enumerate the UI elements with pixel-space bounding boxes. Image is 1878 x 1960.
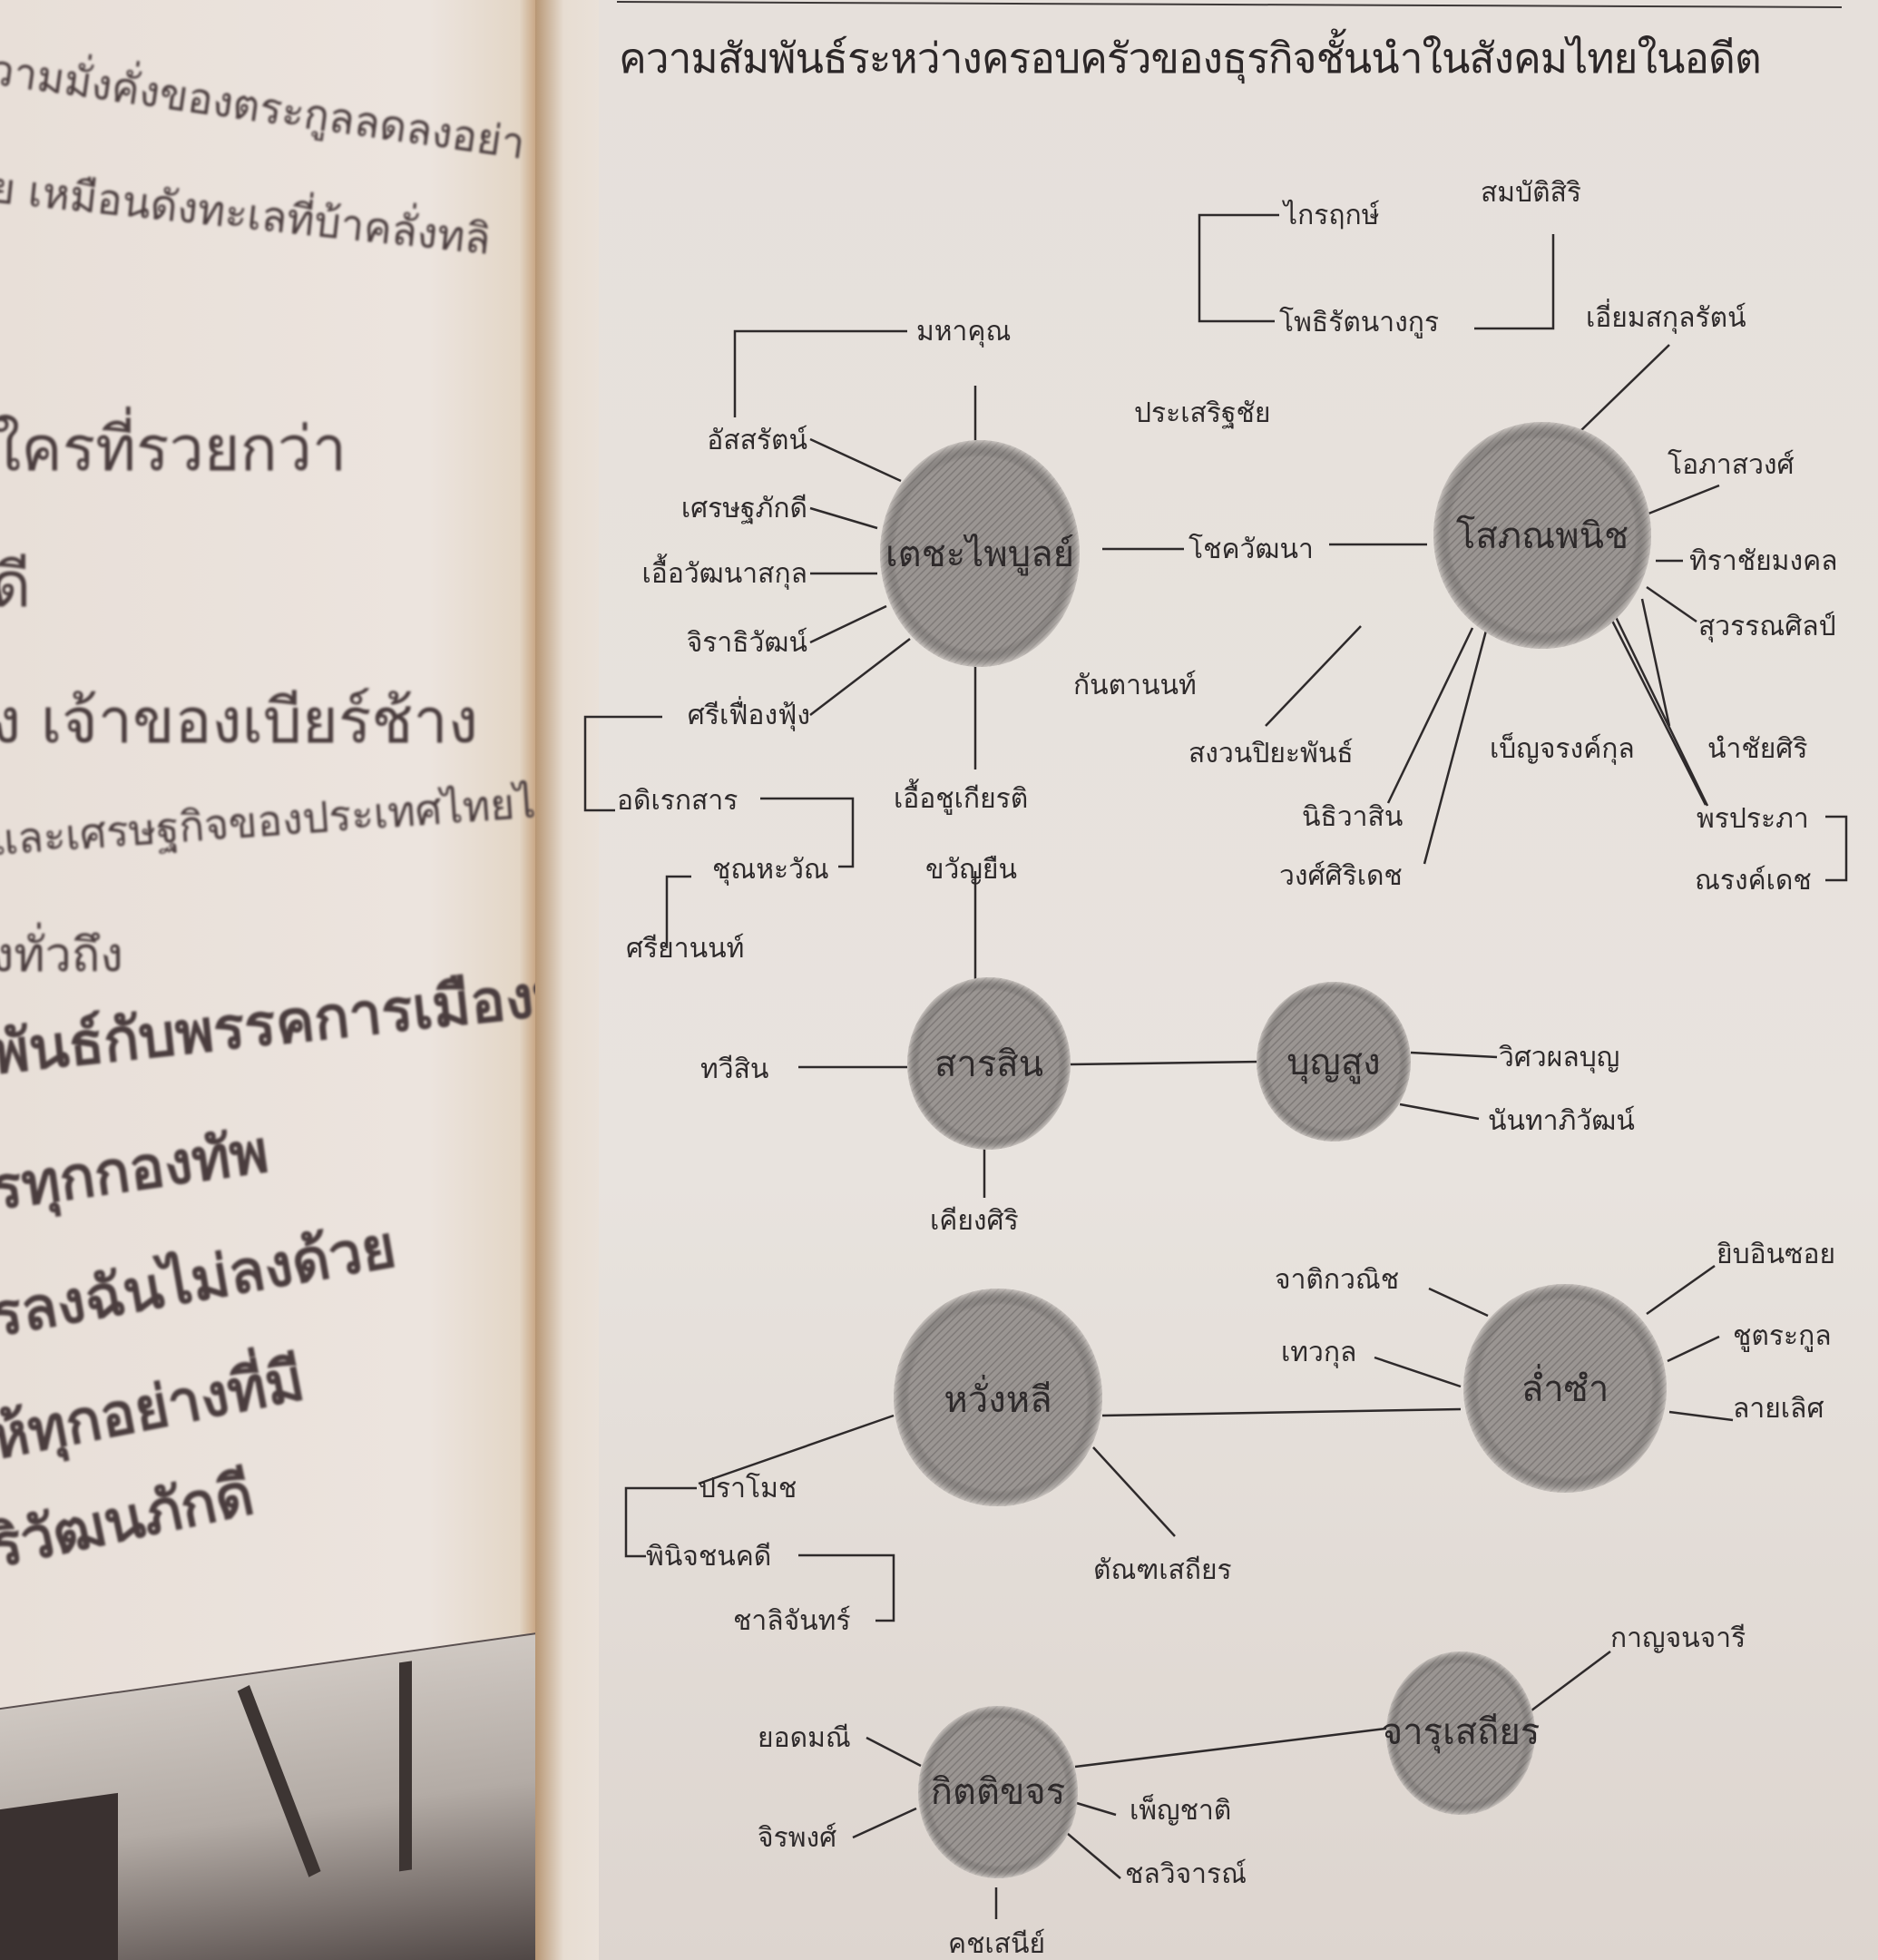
connector-lines — [583, 213, 1848, 1919]
family-label: อดิเรกสาร — [617, 785, 738, 817]
diagram-title: ความสัมพันธ์ระหว่างครอบครัวของธุรกิจชั้น… — [619, 34, 1762, 83]
family-label: สุวรรณศิลป์ — [1698, 611, 1836, 643]
family-label: ลายเลิศ — [1733, 1393, 1824, 1425]
svg-text:เตชะไพบูลย์: เตชะไพบูลย์ — [885, 534, 1074, 575]
family-label: นิธิวาสิน — [1302, 801, 1403, 833]
svg-text:โสภณพนิช: โสภณพนิช — [1456, 515, 1629, 557]
svg-text:สารสิน: สารสิน — [934, 1044, 1043, 1085]
family-label: โชควัฒนา — [1188, 533, 1314, 565]
hub-circle-techaphaibul: เตชะไพบูลย์ — [880, 440, 1080, 667]
family-label: เอื้อวัฒนาสกุล — [642, 554, 807, 591]
hub-circle-kittikhachon: กิตติขจร — [918, 1706, 1078, 1878]
family-label: พินิจชนคดี — [646, 1541, 771, 1573]
svg-text:หวั่งหลี: หวั่งหลี — [944, 1375, 1051, 1421]
left-page: วามมั่งคั่งของตระกูลลดลงอย่า ย เหมือนดัง… — [0, 0, 541, 1960]
left-text-line: ง เจ้าของเบียร์ช้าง — [0, 686, 478, 758]
family-label: จิรพงศ์ — [758, 1822, 836, 1854]
family-label: เบ็ญจรงค์กุล — [1490, 731, 1635, 766]
family-label: ชลวิจารณ์ — [1125, 1858, 1247, 1890]
svg-text:กิตติขจร: กิตติขจร — [931, 1771, 1065, 1813]
family-label: เพ็ญชาติ — [1130, 1793, 1231, 1827]
family-label: ศรีเฟื่องฟุ้ง — [688, 696, 810, 732]
family-label: ยอดมณี — [758, 1722, 851, 1754]
family-label: สงวนปิยะพันธ์ — [1188, 738, 1354, 769]
hub-circle-lamsam: ล่ำซำ — [1463, 1284, 1667, 1493]
family-label: ไกรฤกษ์ — [1282, 199, 1379, 231]
hub-circle-sarasin: สารสิน — [907, 977, 1071, 1150]
family-label: คชเสนีย์ — [948, 1928, 1045, 1960]
family-label: นำชัยศิริ — [1707, 733, 1807, 765]
hub-circle-wanglee: หวั่งหลี — [894, 1289, 1102, 1506]
family-label: กาญจนจารี — [1610, 1622, 1746, 1654]
family-label: มหาคุณ — [916, 316, 1011, 348]
family-label: เอื้อชูเกียรติ — [894, 779, 1028, 815]
family-label: ปราโมช — [699, 1472, 797, 1504]
left-text-line: ใครที่รวยกว่า — [0, 414, 347, 485]
right-page: ความสัมพันธ์ระหว่างครอบครัวของธุรกิจชั้น… — [599, 0, 1878, 1960]
family-label: เทวกุล — [1281, 1337, 1356, 1369]
family-label: จิราธิวัฒน์ — [687, 627, 807, 659]
family-label: ทวีสิน — [700, 1054, 768, 1085]
family-label: ยิบอินซอย — [1717, 1239, 1835, 1270]
family-label: ณรงค์เดช — [1695, 865, 1812, 897]
family-labels: ไกรฤกษ์ สมบัติสิริ โพธิรัตนางกูร เอี่ยมส… — [617, 177, 1838, 1960]
family-label: กันตานนท์ — [1073, 670, 1197, 701]
family-label: ประเสริฐชัย — [1134, 397, 1270, 429]
family-label: เคียงศิริ — [930, 1205, 1019, 1237]
family-label: เศรษฐภักดี — [681, 493, 807, 524]
family-label: นันทาภิวัฒน์ — [1488, 1105, 1635, 1137]
family-label: ศรียานนท์ — [626, 933, 744, 965]
family-label: เอี่ยมสกุลรัตน์ — [1586, 299, 1746, 335]
hub-circle-charusathien: จารุเสถียร — [1382, 1651, 1541, 1815]
family-label: ชุณหะวัณ — [712, 854, 829, 887]
svg-text:จารุเสถียร: จารุเสถียร — [1382, 1711, 1541, 1754]
family-label: ทิราชัยมงคล — [1689, 545, 1838, 577]
family-label: พรประภา — [1697, 803, 1809, 835]
family-label: วิศวผลบุญ — [1499, 1042, 1619, 1074]
family-label: จาติกวณิช — [1275, 1264, 1399, 1296]
hub-circle-sophonpanich: โสภณพนิช — [1433, 422, 1651, 649]
svg-text:บุญสูง: บุญสูง — [1286, 1042, 1380, 1084]
left-text-line: ดี — [0, 535, 31, 633]
svg-text:ล่ำซำ: ล่ำซำ — [1521, 1364, 1609, 1410]
family-label: ขวัญยืน — [925, 854, 1017, 886]
family-label: ชาลิจันทร์ — [733, 1605, 851, 1637]
family-label: โพธิรัตนางกูร — [1279, 306, 1439, 338]
family-label: สมบัติสิริ — [1481, 177, 1581, 209]
family-label: โอภาสวงศ์ — [1668, 448, 1795, 481]
family-label: ชูตระกูล — [1733, 1320, 1832, 1352]
family-label: อัสสรัตน์ — [707, 425, 807, 456]
family-label: ตัณฑเสถียร — [1093, 1554, 1232, 1586]
left-text-line: งทั่วถึง — [0, 928, 123, 983]
hub-circle-boonsung: บุญสูง — [1257, 982, 1411, 1142]
family-label: วงศ์ศิริเดช — [1279, 860, 1403, 892]
